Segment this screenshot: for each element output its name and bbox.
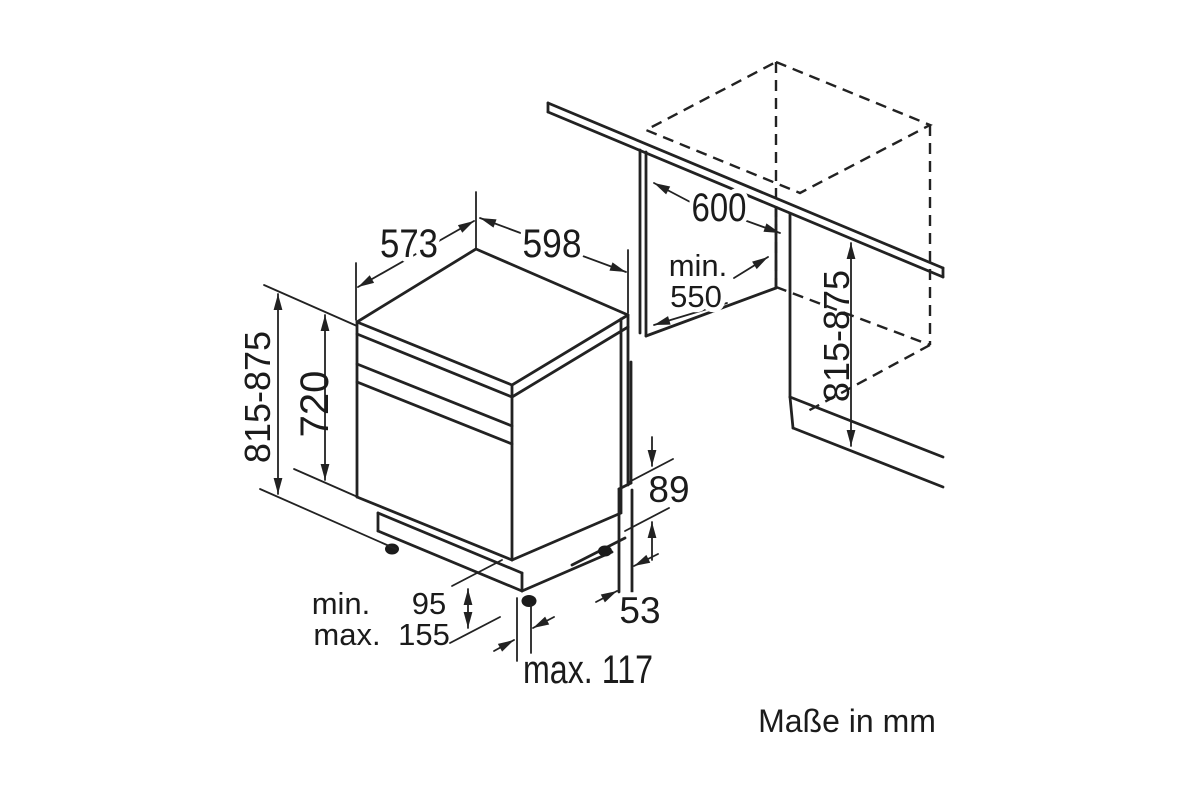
niche-volume-dashed-box — [643, 60, 933, 414]
dim-label-niche-depth-value: 550 — [670, 279, 722, 314]
dim-label-appliance-depth: 573 — [380, 222, 438, 266]
dim-label-niche-height: 815-875 — [816, 270, 857, 402]
dim-label-feet-max-value: 155 — [398, 617, 450, 652]
dim-label-appliance-width: 598 — [523, 222, 582, 266]
dishwasher-base — [376, 360, 634, 607]
extension-lines — [259, 191, 674, 662]
dim-label-niche-depth-min: min. — [669, 248, 728, 283]
dim-label-feet-min: min. — [312, 586, 371, 621]
dim-label-feet-min-value: 95 — [412, 586, 446, 621]
dishwasher-body — [355, 247, 630, 562]
niche-panels — [638, 148, 945, 489]
dim-label-toe-kick: max. 117 — [523, 648, 653, 692]
dim-label-appliance-height: 815-875 — [237, 331, 278, 463]
dim-label-rear-foot-offset: 53 — [619, 590, 660, 631]
units-note: Maße in mm — [758, 703, 936, 739]
dim-label-interior-height: 720 — [293, 371, 337, 438]
dim-label-niche-width: 600 — [692, 186, 747, 230]
rear-foot — [598, 545, 612, 557]
dim-label-feet-max: max. — [313, 617, 380, 652]
dim-label-plinth-step: 89 — [648, 469, 689, 510]
worktop — [546, 101, 945, 279]
front-foot — [521, 595, 537, 607]
dimension-lines — [273, 182, 856, 652]
